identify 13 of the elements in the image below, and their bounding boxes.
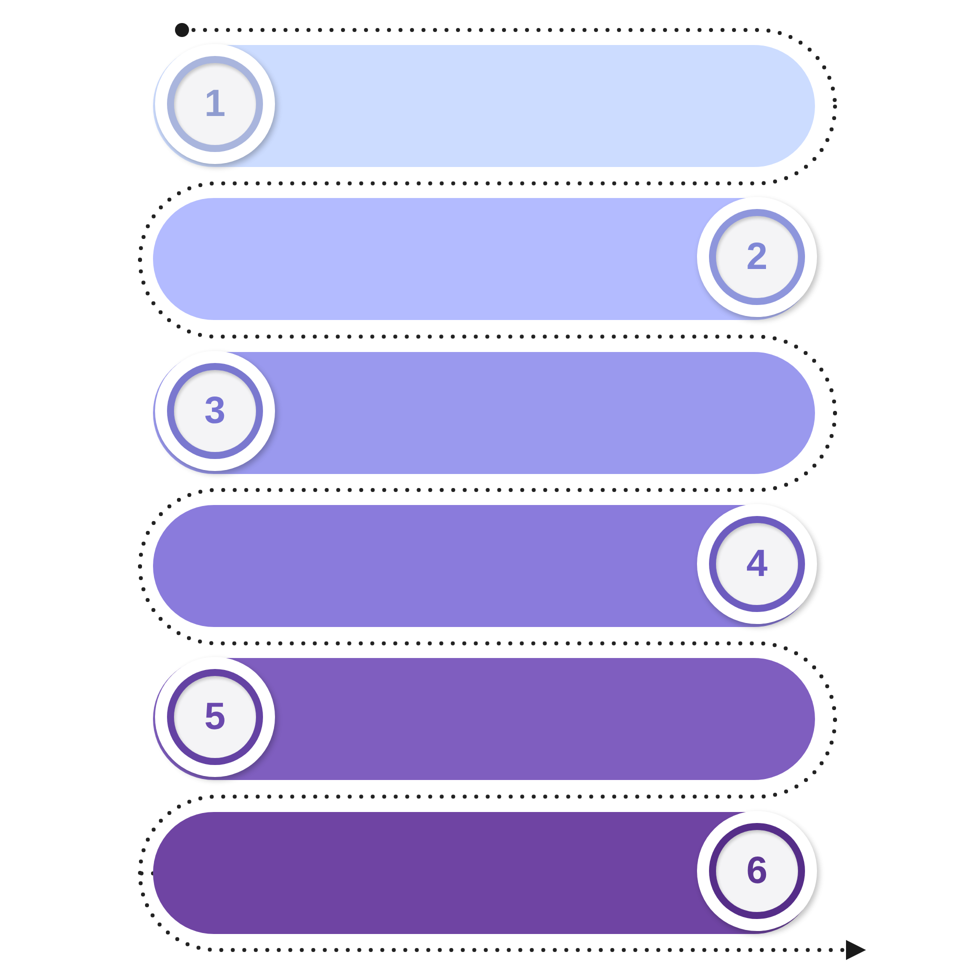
step-number: 2 [746,238,768,276]
dotted-path-connector [138,564,837,722]
step-number: 3 [204,392,226,430]
dotted-path-connector [138,871,866,960]
dotted-path-connector [138,718,837,876]
dotted-path-connector [138,104,837,262]
rounded-bar [153,504,815,627]
rounded-bar [153,198,815,320]
step-number: 4 [746,544,768,583]
step-number: 5 [204,698,226,736]
rounded-bar [153,812,815,934]
step-number: 1 [204,85,226,123]
step-number: 6 [746,852,768,890]
